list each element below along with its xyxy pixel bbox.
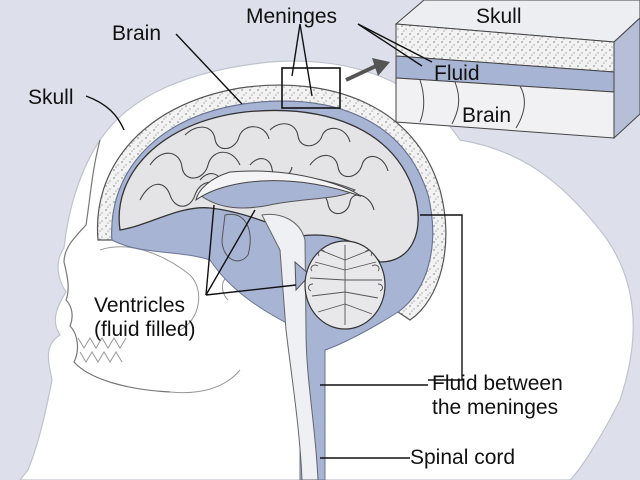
ventricles-label: Ventricles xyxy=(94,294,185,317)
inset-brain-label: Brain xyxy=(462,104,511,127)
third-ventricle xyxy=(221,213,251,262)
zoom-box xyxy=(281,67,341,109)
fourth-ventricle xyxy=(294,260,311,292)
skull-label: Skull xyxy=(28,86,74,109)
jaw-line xyxy=(169,369,241,394)
inset-skull-label: Skull xyxy=(476,5,522,28)
leader-lines xyxy=(85,23,463,459)
ventricles-sublabel: (fluid filled) xyxy=(94,318,196,341)
spinal-cord-label: Spinal cord xyxy=(410,446,515,469)
fluid-between-sublabel: the meninges xyxy=(432,396,558,419)
zoom-arrow xyxy=(345,64,377,82)
corpus-callosum xyxy=(195,170,362,202)
meninges-inset: Skull Fluid Brain xyxy=(394,0,640,140)
inset-side-face xyxy=(613,17,640,140)
meninges-label: Meninges xyxy=(246,5,337,28)
teeth-detail xyxy=(77,246,200,363)
cerebellum xyxy=(304,240,386,330)
face-profile xyxy=(63,139,171,393)
fluid-between-label: Fluid between xyxy=(432,372,563,395)
inset-fluid-label: Fluid xyxy=(434,62,480,85)
zoom-arrow-head xyxy=(372,58,390,76)
brain-label: Brain xyxy=(112,22,161,45)
